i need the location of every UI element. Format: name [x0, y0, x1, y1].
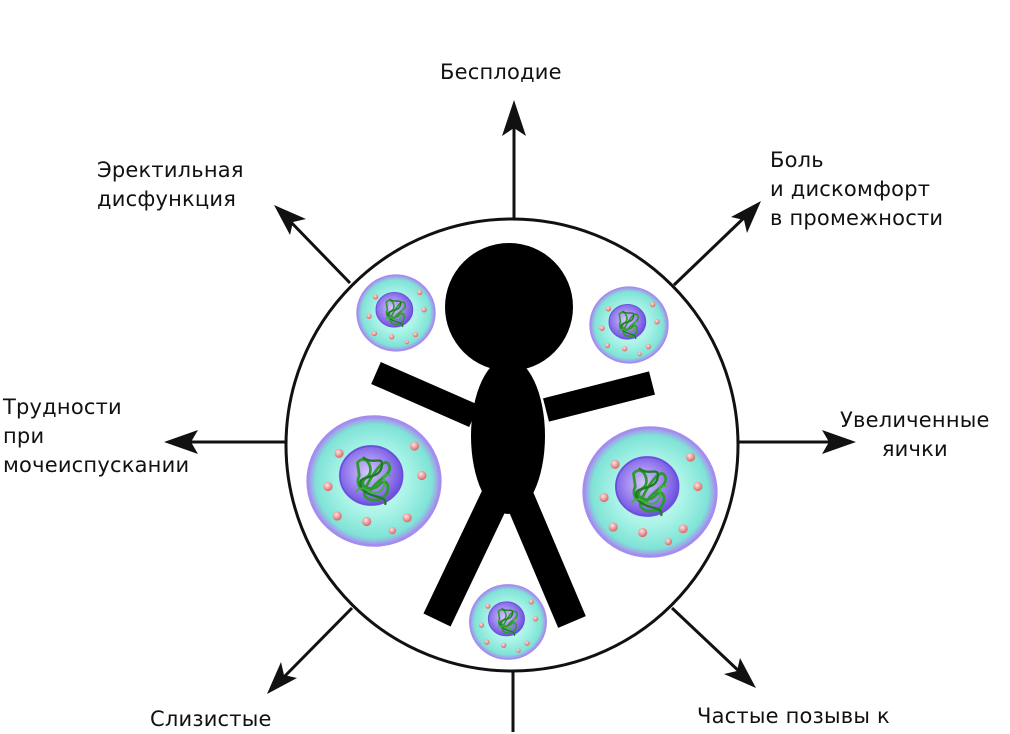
arrow-lower-left-icon	[267, 606, 354, 694]
label-line: Увеличенные	[840, 408, 990, 432]
arrow-left-icon	[164, 430, 285, 454]
arrows	[164, 100, 856, 732]
label-mucous: Слизистые	[150, 705, 272, 734]
label-perineal-pain: Боль и дискомфорт в промежности	[770, 146, 943, 233]
label-line: и дискомфорт	[770, 177, 931, 201]
label-line: Эректильная	[97, 158, 244, 182]
label-line: Бесплодие	[440, 60, 562, 84]
label-line: Слизистые	[150, 707, 272, 731]
label-enlarged-testicles: Увеличенные яички	[840, 406, 990, 464]
cell-icon-right	[582, 426, 718, 558]
arrow-upper-right-icon	[672, 201, 761, 287]
cell-icon-upper-right	[589, 286, 669, 364]
label-line: при	[3, 424, 45, 448]
label-erectile-dysfunction: Эректильная дисфункция	[97, 156, 244, 214]
arrow-right-icon	[738, 430, 856, 454]
stick-figure-icon	[371, 243, 655, 628]
arrow-top-icon	[502, 100, 526, 218]
arrow-lower-right-icon	[670, 606, 756, 688]
label-urination-difficulty: Трудности при мочеиспускании	[3, 393, 189, 480]
label-line: в промежности	[770, 206, 944, 230]
label-infertility: Бесплодие	[440, 58, 562, 87]
cell-icon-left	[306, 415, 442, 547]
label-line: Частые позывы к	[697, 704, 890, 728]
label-line: Боль	[770, 148, 824, 172]
arrow-upper-left-icon	[274, 205, 352, 285]
label-line: яички	[881, 437, 948, 461]
cell-icon-upper-left	[356, 274, 436, 352]
label-line: дисфункция	[97, 187, 237, 211]
label-frequent-urges: Частые позывы к	[697, 702, 890, 731]
label-line: мочеиспускании	[3, 453, 190, 477]
cell-icon-bottom	[469, 584, 547, 660]
label-line: Трудности	[3, 395, 122, 419]
